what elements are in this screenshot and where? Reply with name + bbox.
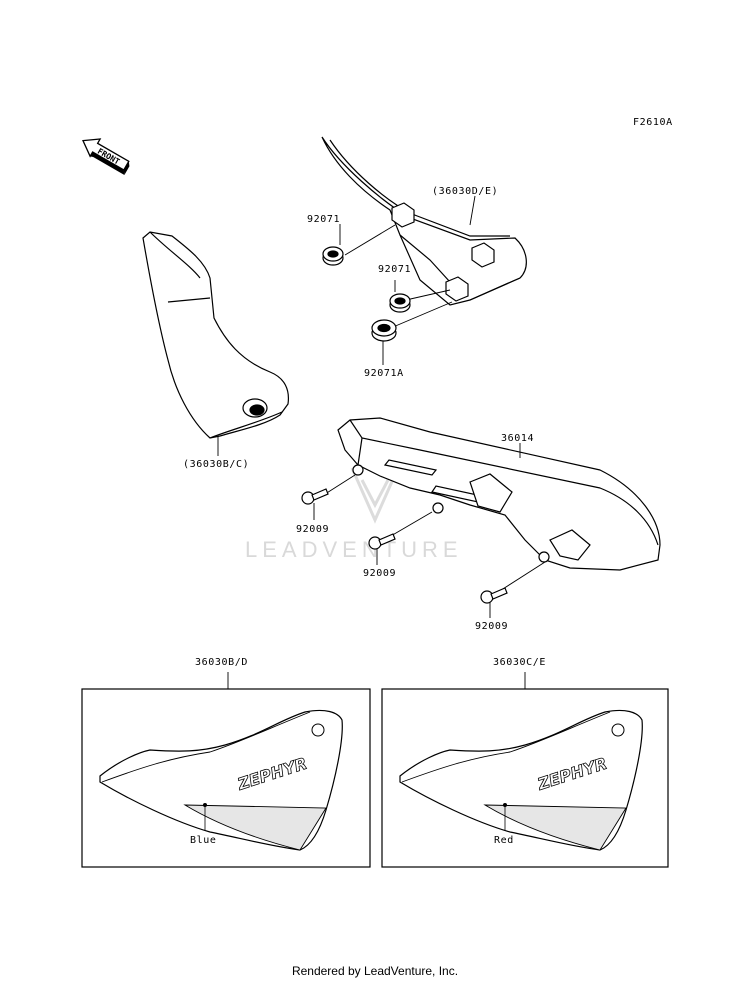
variant-part-label: 36030B/D [195,657,248,668]
front-arrow-icon: FRONT [82,138,130,175]
screw-92009-3 [480,587,508,604]
label-36030de: (36030D/E) [432,186,498,197]
variant-color-label: Blue [190,835,216,846]
variant-color-label: Red [494,835,514,846]
side-cover-left [142,231,290,439]
label-92071a: 92071A [364,368,404,379]
chain-case [337,417,661,571]
leadventure-watermark: LEADVENTURE [245,467,463,562]
diagram-code: F2610A [633,117,673,128]
side-cover-right-upper [321,136,527,306]
grommet-92071a [371,319,397,342]
label-92009-2: 92009 [363,568,396,579]
variant-part-label: 36030C/E [493,657,546,668]
label-92009-1: 92009 [296,524,329,535]
watermark-text: LEADVENTURE [245,537,463,562]
footer-credit: Rendered by LeadVenture, Inc. [291,964,459,978]
label-92071-2: 92071 [378,264,411,275]
grommet-92071-a [322,246,344,266]
variant-box-red: 36030C/E ZEPHYR Red [381,657,669,868]
variant-box-blue: 36030B/D ZEPHYR Blue [81,657,371,868]
label-36030bc: (36030B/C) [183,459,249,470]
screw-92009-2 [368,533,396,550]
grommet-92071-b [389,293,411,313]
label-92009-3: 92009 [475,621,508,632]
label-36014: 36014 [501,433,534,444]
leader-lines-upper [339,195,476,365]
label-92071-1: 92071 [307,214,340,225]
screw-92009-1 [301,488,329,505]
